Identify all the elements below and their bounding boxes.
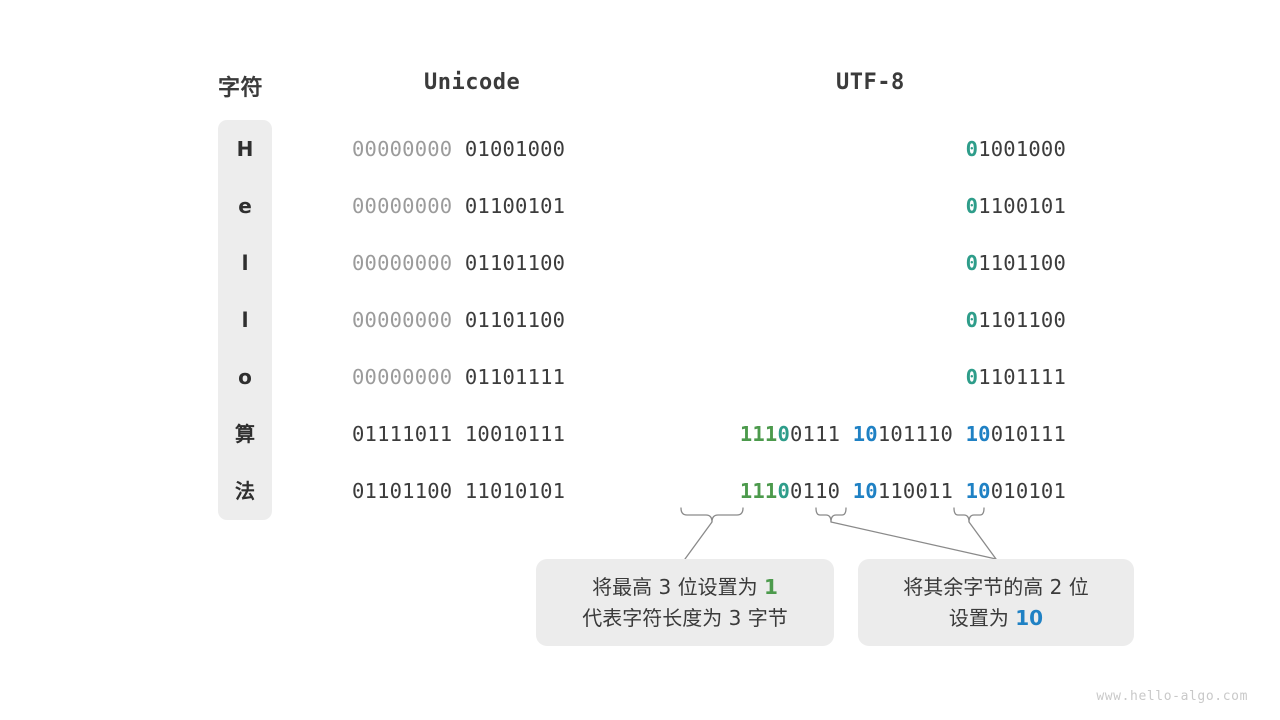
callout-highlight: 10 <box>1015 605 1044 630</box>
utf8-bits-cell: 01101100 <box>966 251 1066 275</box>
utf8-bits-cell: 01101100 <box>966 308 1066 332</box>
character-cell: 法 <box>235 479 255 503</box>
byte-separator <box>953 479 966 503</box>
unicode-low-byte: 01101100 <box>464 251 566 275</box>
utf8-bits-cell: 11100110 10110011 10010101 <box>740 479 1066 503</box>
character-cell: o <box>238 365 252 389</box>
callout-box-continuation-bytes: 将其余字节的高 2 位 设置为 10 <box>858 559 1134 646</box>
callout-box-first-byte: 将最高 3 位设置为 1 代表字符长度为 3 字节 <box>536 559 834 646</box>
callout-line-2: 代表字符长度为 3 字节 <box>582 605 788 630</box>
unicode-high-byte: 01111011 <box>352 422 453 446</box>
bit-separator <box>452 422 465 446</box>
utf8-byte-payload: 010111 <box>990 422 1066 446</box>
callout-line-1: 将最高 3 位设置为 1 <box>592 572 778 603</box>
unicode-low-byte: 01001000 <box>464 137 566 161</box>
character-cell: 算 <box>235 422 255 446</box>
utf8-byte-payload: 1101111 <box>978 365 1066 389</box>
utf8-byte-prefix-terminator: 0 <box>777 422 791 446</box>
utf8-bits-cell: 11100111 10101110 10010111 <box>740 422 1066 446</box>
utf8-byte-payload: 110011 <box>877 479 954 503</box>
utf8-byte-prefix: 0 <box>965 194 979 218</box>
utf8-bits-cell: 01001000 <box>966 137 1066 161</box>
callout-line-1: 将其余字节的高 2 位 <box>903 574 1089 599</box>
utf8-byte-payload: 1100101 <box>978 194 1066 218</box>
callout-text: 将最高 3 位设置为 <box>592 574 764 599</box>
byte-separator <box>840 422 853 446</box>
utf8-byte-payload: 1101100 <box>978 251 1066 275</box>
utf8-byte-payload: 101110 <box>877 422 954 446</box>
brace-byte1 <box>680 507 744 523</box>
utf8-byte-prefix: 10 <box>852 479 878 503</box>
callout-highlight: 1 <box>763 574 778 599</box>
unicode-low-byte: 11010101 <box>464 479 566 503</box>
unicode-bits-cell: 00000000 01101100 <box>352 308 565 332</box>
brace-byte3 <box>953 507 985 523</box>
callout-text: 设置为 <box>948 605 1016 630</box>
character-cell: H <box>236 137 254 161</box>
unicode-bits-cell: 01101100 11010101 <box>352 479 565 503</box>
utf8-byte-prefix-terminator: 0 <box>777 479 791 503</box>
bit-separator <box>452 479 465 503</box>
leader-line-callout-1 <box>684 521 713 560</box>
utf8-byte-prefix: 111 <box>739 422 778 446</box>
site-watermark: www.hello-algo.com <box>1096 689 1248 704</box>
unicode-low-byte: 10010111 <box>464 422 566 446</box>
character-cell: e <box>238 194 252 218</box>
utf8-byte-prefix: 10 <box>852 422 878 446</box>
bit-separator <box>452 137 465 161</box>
unicode-bits-cell: 00000000 01001000 <box>352 137 565 161</box>
utf8-byte-payload: 010101 <box>990 479 1066 503</box>
utf8-byte-prefix: 0 <box>965 137 979 161</box>
character-column-panel <box>218 120 272 520</box>
utf8-byte-prefix: 0 <box>965 251 979 275</box>
unicode-high-byte: 00000000 <box>352 137 453 161</box>
bit-separator <box>452 194 465 218</box>
unicode-high-byte: 00000000 <box>352 308 453 332</box>
leader-line-callout-2b <box>968 521 997 560</box>
character-cell: l <box>241 308 249 332</box>
unicode-bits-cell: 00000000 01101111 <box>352 365 565 389</box>
unicode-high-byte: 00000000 <box>352 365 453 389</box>
utf8-byte-payload: 0111 <box>790 422 841 446</box>
utf8-byte-prefix: 10 <box>965 479 991 503</box>
utf8-byte-payload: 1101100 <box>978 308 1066 332</box>
unicode-low-byte: 01100101 <box>464 194 566 218</box>
column-header-utf8: UTF-8 <box>836 70 905 95</box>
unicode-low-byte: 01101111 <box>464 365 566 389</box>
utf8-byte-payload: 0110 <box>790 479 841 503</box>
utf8-byte-prefix: 0 <box>965 308 979 332</box>
bit-separator <box>452 251 465 275</box>
utf8-bits-cell: 01101111 <box>966 365 1066 389</box>
column-header-character: 字符 <box>218 76 264 101</box>
byte-separator <box>840 479 853 503</box>
utf8-byte-prefix: 111 <box>739 479 778 503</box>
utf8-byte-prefix: 0 <box>965 365 979 389</box>
bit-separator <box>452 365 465 389</box>
character-cell: l <box>241 251 249 275</box>
unicode-high-byte: 01101100 <box>352 479 453 503</box>
unicode-bits-cell: 00000000 01100101 <box>352 194 565 218</box>
unicode-bits-cell: 00000000 01101100 <box>352 251 565 275</box>
byte-separator <box>953 422 966 446</box>
bit-separator <box>452 308 465 332</box>
leader-line-callout-2a <box>830 521 997 560</box>
unicode-low-byte: 01101100 <box>464 308 566 332</box>
unicode-high-byte: 00000000 <box>352 194 453 218</box>
utf8-byte-prefix: 10 <box>965 422 991 446</box>
column-header-unicode: Unicode <box>424 70 521 95</box>
unicode-bits-cell: 01111011 10010111 <box>352 422 565 446</box>
brace-byte2 <box>815 507 847 523</box>
unicode-high-byte: 00000000 <box>352 251 453 275</box>
utf8-bits-cell: 01100101 <box>966 194 1066 218</box>
callout-line-2: 设置为 10 <box>949 603 1043 634</box>
utf8-byte-payload: 1001000 <box>978 137 1066 161</box>
